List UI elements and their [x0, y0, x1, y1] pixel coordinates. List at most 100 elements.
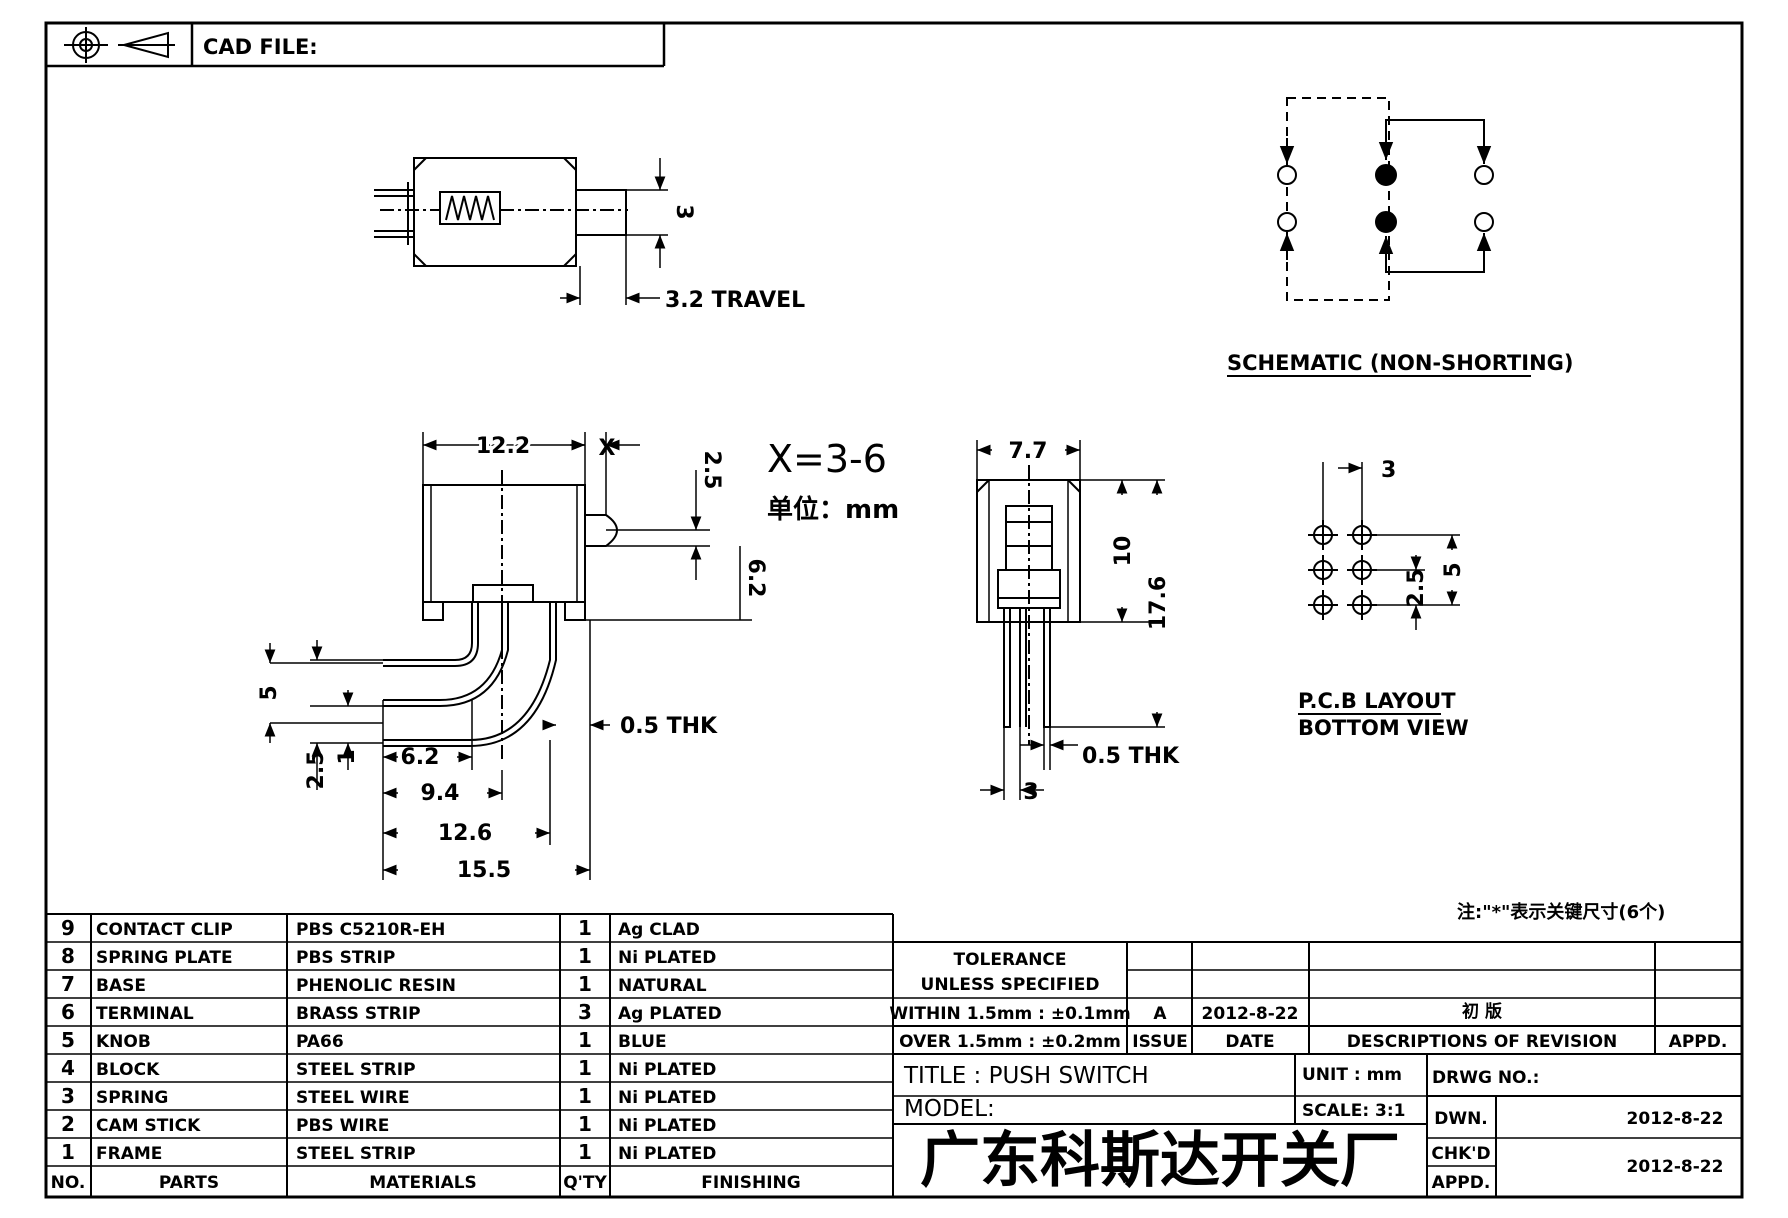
bom-qty: 1	[578, 972, 592, 996]
dim-front-5: 5	[257, 685, 282, 700]
dim-pcb-3: 3	[1381, 458, 1396, 483]
schematic-label: SCHEMATIC (NON-SHORTING)	[1227, 351, 1573, 375]
bom-material: BRASS STRIP	[296, 1004, 421, 1024]
bom-no: 9	[61, 916, 75, 940]
cad-file-label: CAD FILE:	[203, 35, 318, 59]
bom-qty: 1	[578, 916, 592, 940]
bom-material: STEEL STRIP	[296, 1060, 416, 1080]
bom-finishing: BLUE	[618, 1032, 667, 1052]
chkd-label: CHK'D	[1431, 1144, 1490, 1164]
bom-part: SPRING PLATE	[96, 948, 233, 968]
dim-pcb-2-5: 2.5	[1404, 569, 1429, 608]
bom-table: 9 CONTACT CLIP PBS C5210R-EH 1 Ag CLAD 8 SPRIN…	[51, 916, 801, 1193]
dim-front-1: 1	[335, 749, 360, 764]
dim-side-10: 10	[1111, 536, 1136, 567]
bom-part: BASE	[96, 976, 146, 996]
dim-pcb-5: 5	[1441, 562, 1466, 577]
footnote: 注:"*"表示关键尺寸(6个)	[1457, 901, 1665, 923]
bom-part: CAM STICK	[96, 1116, 201, 1136]
dim-front-6-2-v: 6.2	[743, 559, 768, 598]
bom-no: 3	[61, 1084, 75, 1108]
bom-material: PBS STRIP	[296, 948, 395, 968]
unit-text: UNIT : mm	[1302, 1065, 1402, 1085]
bom-no: 7	[61, 972, 75, 996]
dim-front-width: 12.2	[476, 434, 530, 459]
scale-text: SCALE: 3:1	[1302, 1101, 1406, 1121]
bom-no: 8	[61, 944, 75, 968]
bom-no: 5	[61, 1028, 75, 1052]
side-view	[976, 440, 1165, 800]
dim-front-9-4: 9.4	[421, 781, 460, 806]
rev-issue: A	[1153, 1004, 1167, 1024]
over-tolerance: OVER 1.5mm : ±0.2mm	[899, 1032, 1121, 1052]
bom-header: NO.	[51, 1173, 86, 1193]
bom-qty: 1	[578, 1056, 592, 1080]
dim-front-x: X	[599, 436, 616, 461]
drwg-no-label: DRWG NO.:	[1432, 1068, 1539, 1088]
dwn-label: DWN.	[1434, 1109, 1488, 1129]
unless-label: UNLESS SPECIFIED	[921, 975, 1100, 995]
schematic-diagram	[1277, 97, 1494, 301]
bom-finishing: Ag PLATED	[618, 1004, 722, 1024]
within-tolerance: WITHIN 1.5mm : ±0.1mm	[889, 1004, 1130, 1024]
dim-front-12-6: 12.6	[438, 821, 492, 846]
dim-front-2-5: 2.5	[699, 451, 724, 490]
unit-cn-label: 单位：mm	[767, 494, 899, 525]
desc-label: DESCRIPTIONS OF REVISION	[1347, 1032, 1618, 1052]
bom-finishing: Ni PLATED	[618, 1060, 716, 1080]
projection-symbol-icon	[64, 27, 175, 63]
appd2-label: APPD.	[1432, 1173, 1491, 1193]
bom-header: Q'TY	[563, 1173, 607, 1193]
pcb-label-line1: P.C.B LAYOUT	[1298, 689, 1456, 713]
tolerance-label: TOLERANCE	[953, 950, 1066, 970]
top-view	[374, 157, 668, 305]
dim-side-7-7: 7.7	[1009, 439, 1048, 464]
bom-material: PBS WIRE	[296, 1116, 389, 1136]
bom-qty: 1	[578, 944, 592, 968]
date-label: DATE	[1225, 1032, 1274, 1052]
bom-material: PHENOLIC RESIN	[296, 976, 456, 996]
bom-no: 2	[61, 1112, 75, 1136]
bom-material: PBS C5210R-EH	[296, 920, 445, 940]
bom-header: MATERIALS	[369, 1173, 477, 1193]
bom-part: FRAME	[96, 1144, 162, 1164]
dim-side-3: 3	[1023, 780, 1038, 805]
bom-material: STEEL STRIP	[296, 1144, 416, 1164]
bom-part: CONTACT CLIP	[96, 920, 233, 940]
pcb-layout	[1308, 462, 1460, 630]
dim-front-thk: 0.5 THK	[620, 714, 718, 739]
bom-finishing: Ag CLAD	[618, 920, 700, 940]
dim-front-6-2-h: 6.2	[401, 745, 440, 770]
bom-qty: 3	[578, 1000, 592, 1024]
bom-no: 4	[61, 1056, 75, 1080]
bom-finishing: Ni PLATED	[618, 1088, 716, 1108]
rev-desc: 初 版	[1462, 1001, 1502, 1022]
pcb-label-line2: BOTTOM VIEW	[1298, 716, 1469, 740]
title-block-grid	[893, 941, 1742, 1197]
bom-finishing: NATURAL	[618, 976, 707, 996]
pcb-holes	[1308, 520, 1377, 620]
bom-qty: 1	[578, 1028, 592, 1052]
dwn-date: 2012-8-22	[1627, 1109, 1724, 1129]
bom-part: KNOB	[96, 1032, 151, 1052]
dim-top-height: 3	[671, 204, 696, 219]
bom-no: 1	[61, 1140, 75, 1164]
bom-grid	[46, 913, 894, 1197]
dim-side-17-6: 17.6	[1146, 576, 1171, 630]
travel-label: 3.2 TRAVEL	[665, 288, 805, 313]
bom-finishing: Ni PLATED	[618, 1144, 716, 1164]
model-label: MODEL:	[904, 1096, 995, 1122]
title-text: TITLE : PUSH SWITCH	[903, 1063, 1149, 1089]
rev-date: 2012-8-22	[1202, 1004, 1299, 1024]
bom-no: 6	[61, 1000, 75, 1024]
bom-qty: 1	[578, 1084, 592, 1108]
bom-qty: 1	[578, 1140, 592, 1164]
bom-material: STEEL WIRE	[296, 1088, 410, 1108]
bom-material: PA66	[296, 1032, 344, 1052]
front-view	[264, 432, 752, 880]
bom-header: FINISHING	[701, 1173, 800, 1193]
chk-date: 2012-8-22	[1627, 1157, 1724, 1177]
bom-qty: 1	[578, 1112, 592, 1136]
issue-label: ISSUE	[1132, 1032, 1187, 1052]
